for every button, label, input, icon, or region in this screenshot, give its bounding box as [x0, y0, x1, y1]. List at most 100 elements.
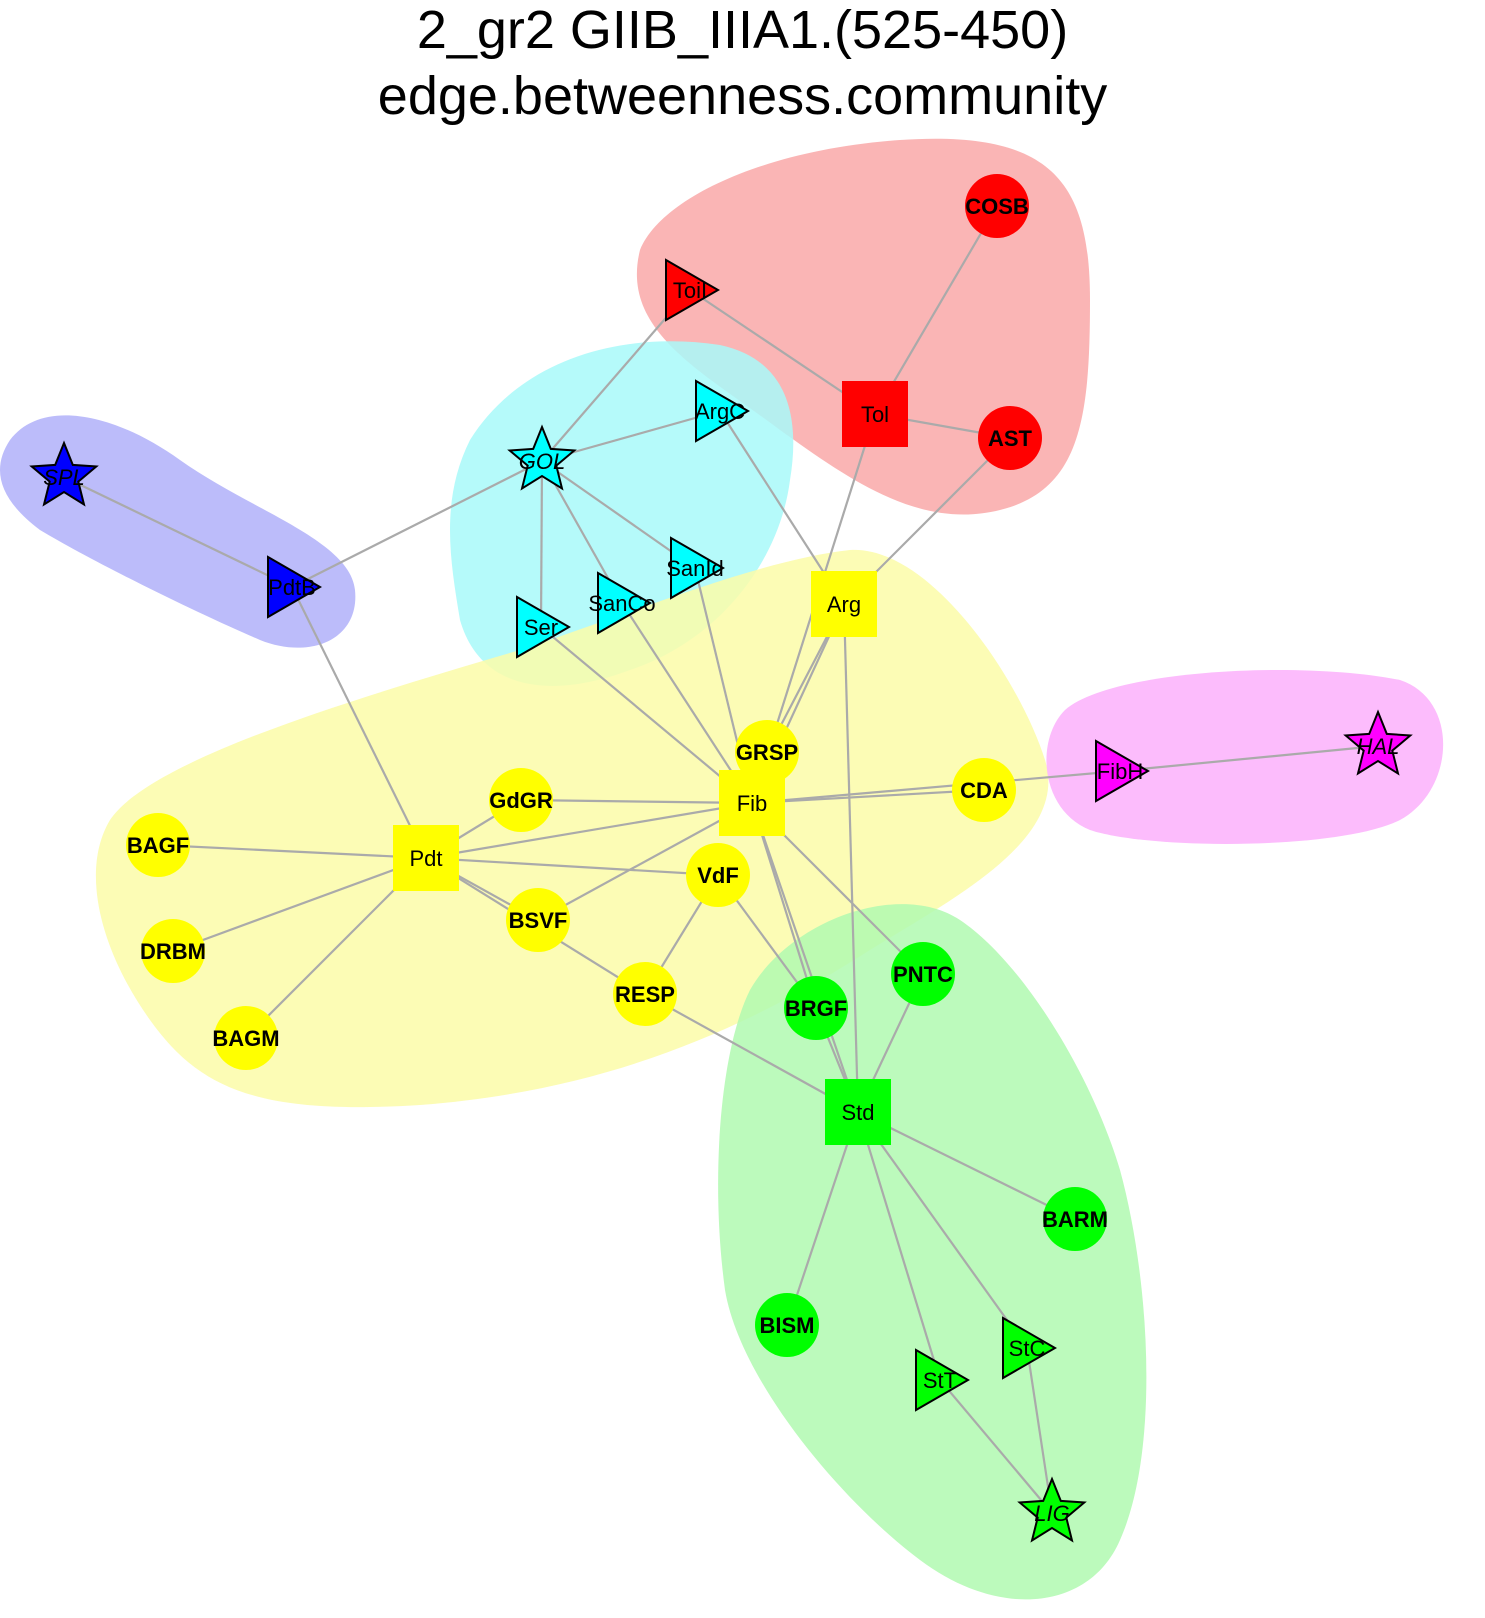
node-GRSP-label: GRSP: [736, 740, 798, 765]
node-CDA-label: CDA: [960, 778, 1008, 803]
node-Tol: Tol: [842, 381, 908, 447]
node-AST: AST: [978, 406, 1042, 470]
edge-GOL-PdtB: [291, 460, 543, 588]
node-SPL-shape: [29, 440, 99, 507]
node-BAGF-shape: [126, 813, 190, 877]
node-SanId-label: SanId: [666, 556, 724, 581]
node-ArgC-label: ArgC: [695, 399, 745, 424]
node-Tol-shape: [842, 381, 908, 447]
node-BARM-label: BARM: [1042, 1207, 1108, 1232]
community-magenta-hull: [1046, 670, 1444, 844]
node-FibH-label: FibH: [1097, 759, 1143, 784]
node-CDA: CDA: [952, 758, 1016, 822]
node-DRBM-label: DRBM: [140, 939, 206, 964]
edge-Std-StC: [857, 1111, 1028, 1349]
node-Pdt-label: Pdt: [409, 846, 442, 871]
node-AST-shape: [978, 406, 1042, 470]
node-ToiI-shape: [665, 258, 721, 322]
node-CDA-shape: [952, 758, 1016, 822]
node-PNTC-label: PNTC: [893, 962, 953, 987]
node-GRSP: GRSP: [735, 720, 799, 784]
node-StT-label: StT: [923, 1368, 957, 1393]
node-FibH-shape: [1095, 739, 1151, 803]
node-Std-label: Std: [841, 1100, 874, 1125]
node-BARM-shape: [1043, 1187, 1107, 1251]
edge-BAGF-Pdt: [157, 843, 427, 860]
node-ArgC: ArgC: [695, 379, 751, 443]
node-AST-label: AST: [988, 426, 1033, 451]
node-Arg: Arg: [811, 571, 877, 637]
edge-Std-BARM: [857, 1111, 1076, 1220]
node-VdF-label: VdF: [697, 863, 739, 888]
node-PNTC: PNTC: [891, 942, 955, 1006]
community-green-hull: [718, 904, 1147, 1600]
node-RESP-label: RESP: [615, 982, 675, 1007]
node-Arg-label: Arg: [827, 592, 861, 617]
node-GdGR: GdGR: [489, 768, 553, 832]
node-GRSP-shape: [735, 720, 799, 784]
node-SPL: SPL: [29, 440, 99, 507]
node-Fib-shape: [719, 770, 785, 836]
node-BSVF-label: BSVF: [509, 908, 568, 933]
node-DRBM-shape: [141, 919, 205, 983]
edge-SanCo-Fib: [621, 602, 753, 804]
node-FibH: FibH: [1095, 739, 1151, 803]
edge-GOL-SanId: [541, 460, 696, 569]
node-BAGM-label: BAGM: [212, 1026, 279, 1051]
node-BARM: BARM: [1042, 1187, 1108, 1251]
node-PdtB-label: PdtB: [268, 575, 316, 600]
node-COSB-shape: [965, 174, 1029, 238]
node-LIG: LIG: [1017, 1476, 1087, 1543]
edge-Ser-Fib: [540, 626, 753, 804]
edge-COSB-Tol: [874, 205, 998, 415]
edge-Pdt-DRBM: [172, 856, 427, 953]
node-Ser-shape: [516, 595, 572, 659]
node-RESP-shape: [613, 962, 677, 1026]
node-BSVF-shape: [506, 888, 570, 952]
edge-Fib-GdGR: [520, 798, 753, 805]
node-BAGM-shape: [214, 1006, 278, 1070]
node-Std: Std: [825, 1079, 891, 1145]
node-GOL: GOL: [507, 424, 577, 491]
node-PdtB-shape: [267, 555, 323, 619]
node-GdGR-shape: [489, 768, 553, 832]
edge-FibH-HAL: [1119, 744, 1379, 773]
edge-PdtB-Pdt: [291, 586, 427, 859]
edge-Fib-CDA: [751, 788, 985, 805]
node-ToiI: ToiI: [665, 258, 721, 322]
node-GdGR-label: GdGR: [489, 788, 553, 813]
node-Ser-label: Ser: [524, 615, 558, 640]
node-Pdt: Pdt: [393, 825, 459, 891]
edge-Std-BISM: [785, 1111, 860, 1326]
node-COSB: COSB: [965, 174, 1029, 238]
edge-Std-StT: [856, 1111, 942, 1381]
node-LIG-shape: [1017, 1476, 1087, 1543]
node-Tol-label: Tol: [861, 402, 889, 427]
node-DRBM: DRBM: [140, 919, 206, 983]
node-GOL-shape: [507, 424, 577, 491]
node-BAGM: BAGM: [212, 1006, 280, 1070]
node-StC-label: StC: [1009, 1336, 1046, 1361]
node-SanCo: SanCo: [588, 571, 656, 635]
node-BRGF: BRGF: [784, 976, 848, 1040]
node-HAL-shape: [1343, 709, 1413, 776]
node-BAGF: BAGF: [126, 813, 190, 877]
node-Std-shape: [825, 1079, 891, 1145]
node-BRGF-shape: [784, 976, 848, 1040]
node-COSB-label: COSB: [965, 194, 1029, 219]
node-HAL: HAL: [1343, 709, 1413, 776]
node-BISM-label: BISM: [760, 1313, 815, 1338]
node-BSVF: BSVF: [506, 888, 570, 952]
node-StT: StT: [915, 1348, 971, 1412]
node-SanId: SanId: [666, 536, 726, 600]
node-StC: StC: [1002, 1316, 1058, 1380]
node-StC-shape: [1002, 1316, 1058, 1380]
node-VdF-shape: [686, 843, 750, 907]
node-SanCo-shape: [597, 571, 653, 635]
node-PNTC-shape: [891, 942, 955, 1006]
node-RESP: RESP: [613, 962, 677, 1026]
node-Fib-label: Fib: [737, 791, 768, 816]
edge-GOL-Ser: [539, 460, 544, 628]
edge-RESP-Std: [644, 993, 859, 1113]
